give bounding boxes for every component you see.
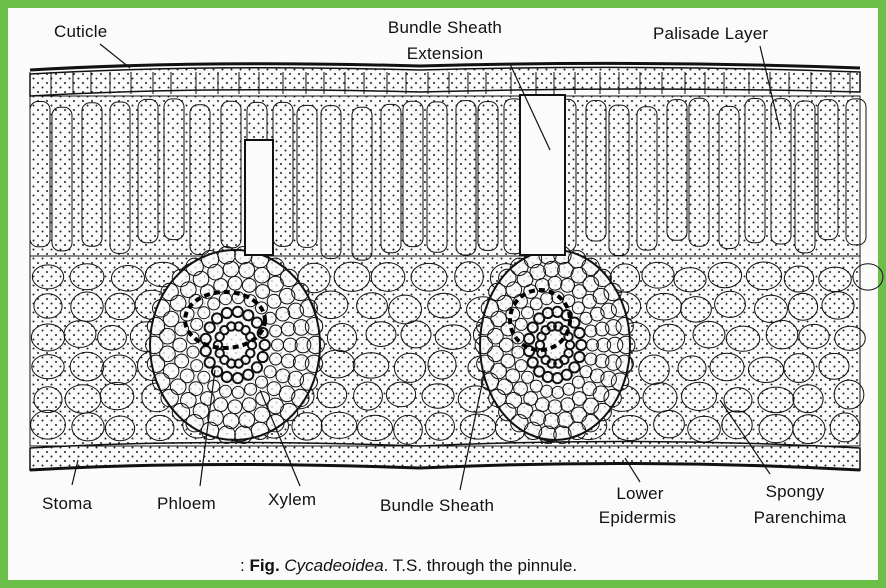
label-bundle-sheath-extension-2: Extension	[360, 44, 530, 63]
upper-epidermis	[30, 67, 860, 96]
label-palisade-layer: Palisade Layer	[653, 24, 768, 43]
label-bundle-sheath: Bundle Sheath	[380, 496, 494, 515]
cuticle-leader	[100, 44, 130, 68]
label-stoma: Stoma	[42, 494, 92, 513]
label-lower-epidermis-1: Lower	[590, 484, 690, 503]
label-xylem: Xylem	[268, 490, 316, 509]
label-phloem: Phloem	[157, 494, 216, 513]
figure-caption: : Fig. Cycadeoidea. T.S. through the pin…	[240, 556, 577, 576]
label-spongy-parenchyma-2: Parenchima	[735, 508, 865, 527]
bundle-sheath-extension-left	[245, 140, 273, 255]
palisade-layer	[30, 96, 860, 256]
label-spongy-parenchyma-1: Spongy	[735, 482, 855, 501]
label-lower-epidermis-2: Epidermis	[580, 508, 695, 527]
label-cuticle: Cuticle	[54, 22, 107, 41]
bundle-sheath-extension-right	[520, 95, 565, 255]
label-bundle-sheath-extension-1: Bundle Sheath	[360, 18, 530, 37]
